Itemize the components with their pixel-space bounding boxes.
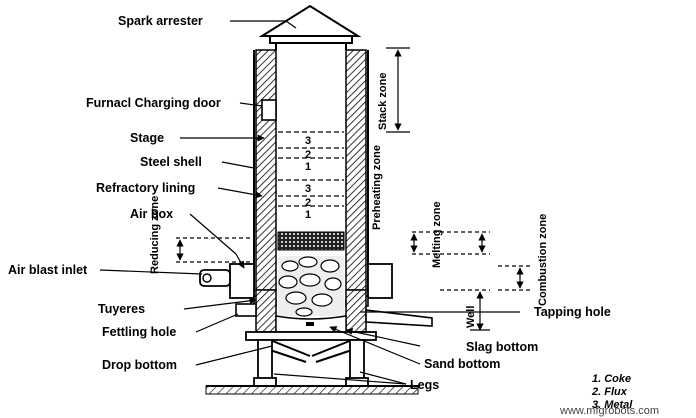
coke-lumps — [278, 256, 344, 317]
label-refractory-lining: Refractory lining — [96, 181, 195, 195]
label-tuyeres: Tuyeres — [98, 302, 145, 316]
label-spark-arrester: Spark arrester — [118, 14, 203, 28]
label-air-blast-inlet: Air blast inlet — [8, 263, 88, 277]
watermark: www.mfgrobots.com — [559, 405, 659, 417]
label-sand-bottom: Sand bottom — [424, 357, 500, 371]
hearth — [255, 289, 367, 333]
legend-item-coke: 1. Coke — [592, 373, 631, 385]
legend-item-flux: 2. Flux — [591, 386, 628, 398]
layer-upper-3: 3 — [305, 135, 311, 147]
layer-upper-1: 1 — [305, 161, 311, 173]
label-tapping-hole: Tapping hole — [534, 305, 611, 319]
steel-shell — [253, 50, 369, 292]
label-stage: Stage — [130, 131, 164, 145]
charging-door — [261, 99, 277, 121]
zone-well: Well — [465, 306, 477, 328]
layer-lower-3: 3 — [305, 183, 311, 195]
zone-dimension-lines — [176, 47, 530, 331]
zone-combustion: Combustion zone — [537, 214, 549, 306]
label-legs: Legs — [410, 378, 439, 392]
leader-lines — [99, 20, 520, 385]
ground — [205, 385, 419, 395]
drop-bottom-plate — [245, 331, 377, 341]
zone-reducing-1: Reducing zone — [149, 196, 161, 274]
label-air-box: Air box — [130, 207, 173, 221]
label-steel-shell: Steel shell — [140, 155, 202, 169]
zone-melting: Melting zone — [431, 201, 443, 268]
air-blast-inlet-pipe — [199, 269, 231, 287]
label-slag-bottom: Slag bottom — [466, 340, 538, 354]
coke-bed — [277, 231, 345, 251]
zone-stack: Stack zone — [377, 73, 389, 130]
legend-item-metal: 3. Metal — [592, 399, 633, 411]
charge-layer-lines — [278, 131, 344, 207]
spark-arrester — [258, 4, 362, 50]
drop-bottom-doors — [269, 339, 353, 363]
label-fettling-hole: Fettling hole — [102, 325, 176, 339]
fettling-hole — [235, 303, 257, 317]
label-drop-bottom: Drop bottom — [102, 358, 177, 372]
layer-lower-1: 1 — [305, 209, 311, 221]
tapping-hole-spout — [365, 309, 433, 327]
legs — [253, 339, 369, 387]
zone-preheating: Preheating zone — [371, 145, 383, 230]
label-charging-door: Furnacl Charging door — [86, 96, 221, 110]
layer-lower-2: 2 — [305, 197, 311, 209]
layer-upper-2: 2 — [305, 149, 311, 161]
zone-reducing-text: Reducing zone — [149, 196, 161, 274]
